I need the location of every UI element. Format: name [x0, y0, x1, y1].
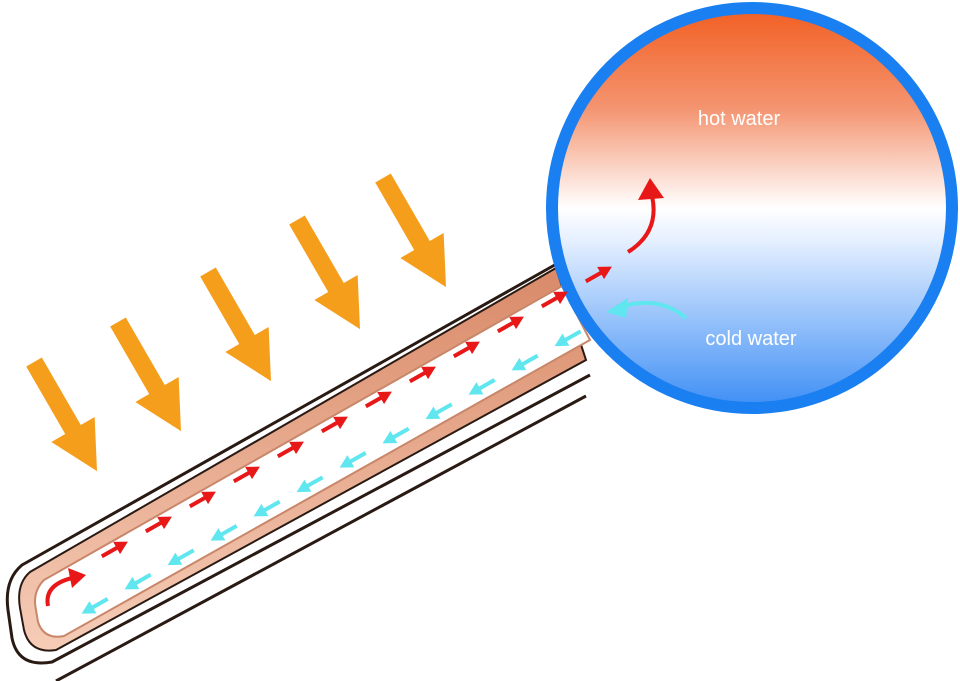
hot-flow-arrow — [496, 316, 524, 334]
sun-ray-arrow — [375, 173, 446, 288]
tank-body — [546, 2, 958, 414]
cold-flow-arrow — [554, 329, 582, 347]
glass-tube-edge — [55, 394, 587, 681]
cold-flow-arrow — [167, 548, 195, 566]
cold-flow-arrow — [210, 524, 238, 541]
hot-flow-rise-arrow — [626, 195, 656, 254]
sun-ray-arrow — [289, 215, 360, 330]
hot-water-label: hot water — [698, 108, 781, 130]
cold-flow-arrow — [339, 451, 367, 468]
hot-flow-arrow — [100, 541, 128, 559]
hot-flow-arrow — [364, 391, 392, 409]
sun-ray-arrow — [110, 317, 181, 432]
hot-flow-start-arrowhead — [68, 568, 86, 588]
cold-water-label: cold water — [705, 328, 796, 350]
sun-ray-arrow — [200, 267, 271, 382]
hot-flow-arrow — [540, 291, 568, 309]
hot-water-flow — [100, 266, 612, 559]
hot-flow-rise-arrowhead — [638, 178, 664, 200]
cold-flow-entry-arrowhead — [606, 298, 628, 318]
cold-flow-arrow — [382, 426, 410, 444]
cold-flow-arrow — [296, 475, 324, 493]
hot-flow-arrow — [188, 491, 216, 509]
cold-flow-arrow — [81, 597, 109, 614]
hot-flow-arrow — [144, 516, 172, 534]
cold-flow-entry-arrow — [623, 300, 688, 320]
cold-flow-arrow — [253, 499, 281, 517]
hot-flow-arrow — [408, 366, 436, 384]
hot-flow-arrow — [584, 266, 612, 284]
storage-tank: hot water cold water — [546, 2, 958, 414]
glass-tube-outline — [5, 260, 591, 665]
collector-tube — [5, 260, 592, 681]
cold-flow-arrow — [468, 378, 496, 395]
hot-flow-start-arrow — [45, 576, 73, 607]
hot-flow-arrow — [452, 341, 480, 359]
cold-flow-arrow — [425, 402, 453, 420]
hot-flow-arrow — [320, 416, 348, 434]
cold-flow-arrow — [511, 353, 539, 371]
inner-channel — [34, 284, 592, 638]
hot-flow-arrow — [276, 441, 304, 459]
sun-rays — [26, 173, 446, 472]
cold-flow-arrow — [124, 572, 152, 590]
hot-flow-arrow — [232, 466, 260, 484]
sun-ray-arrow — [26, 357, 97, 472]
cold-water-flow — [81, 329, 582, 614]
